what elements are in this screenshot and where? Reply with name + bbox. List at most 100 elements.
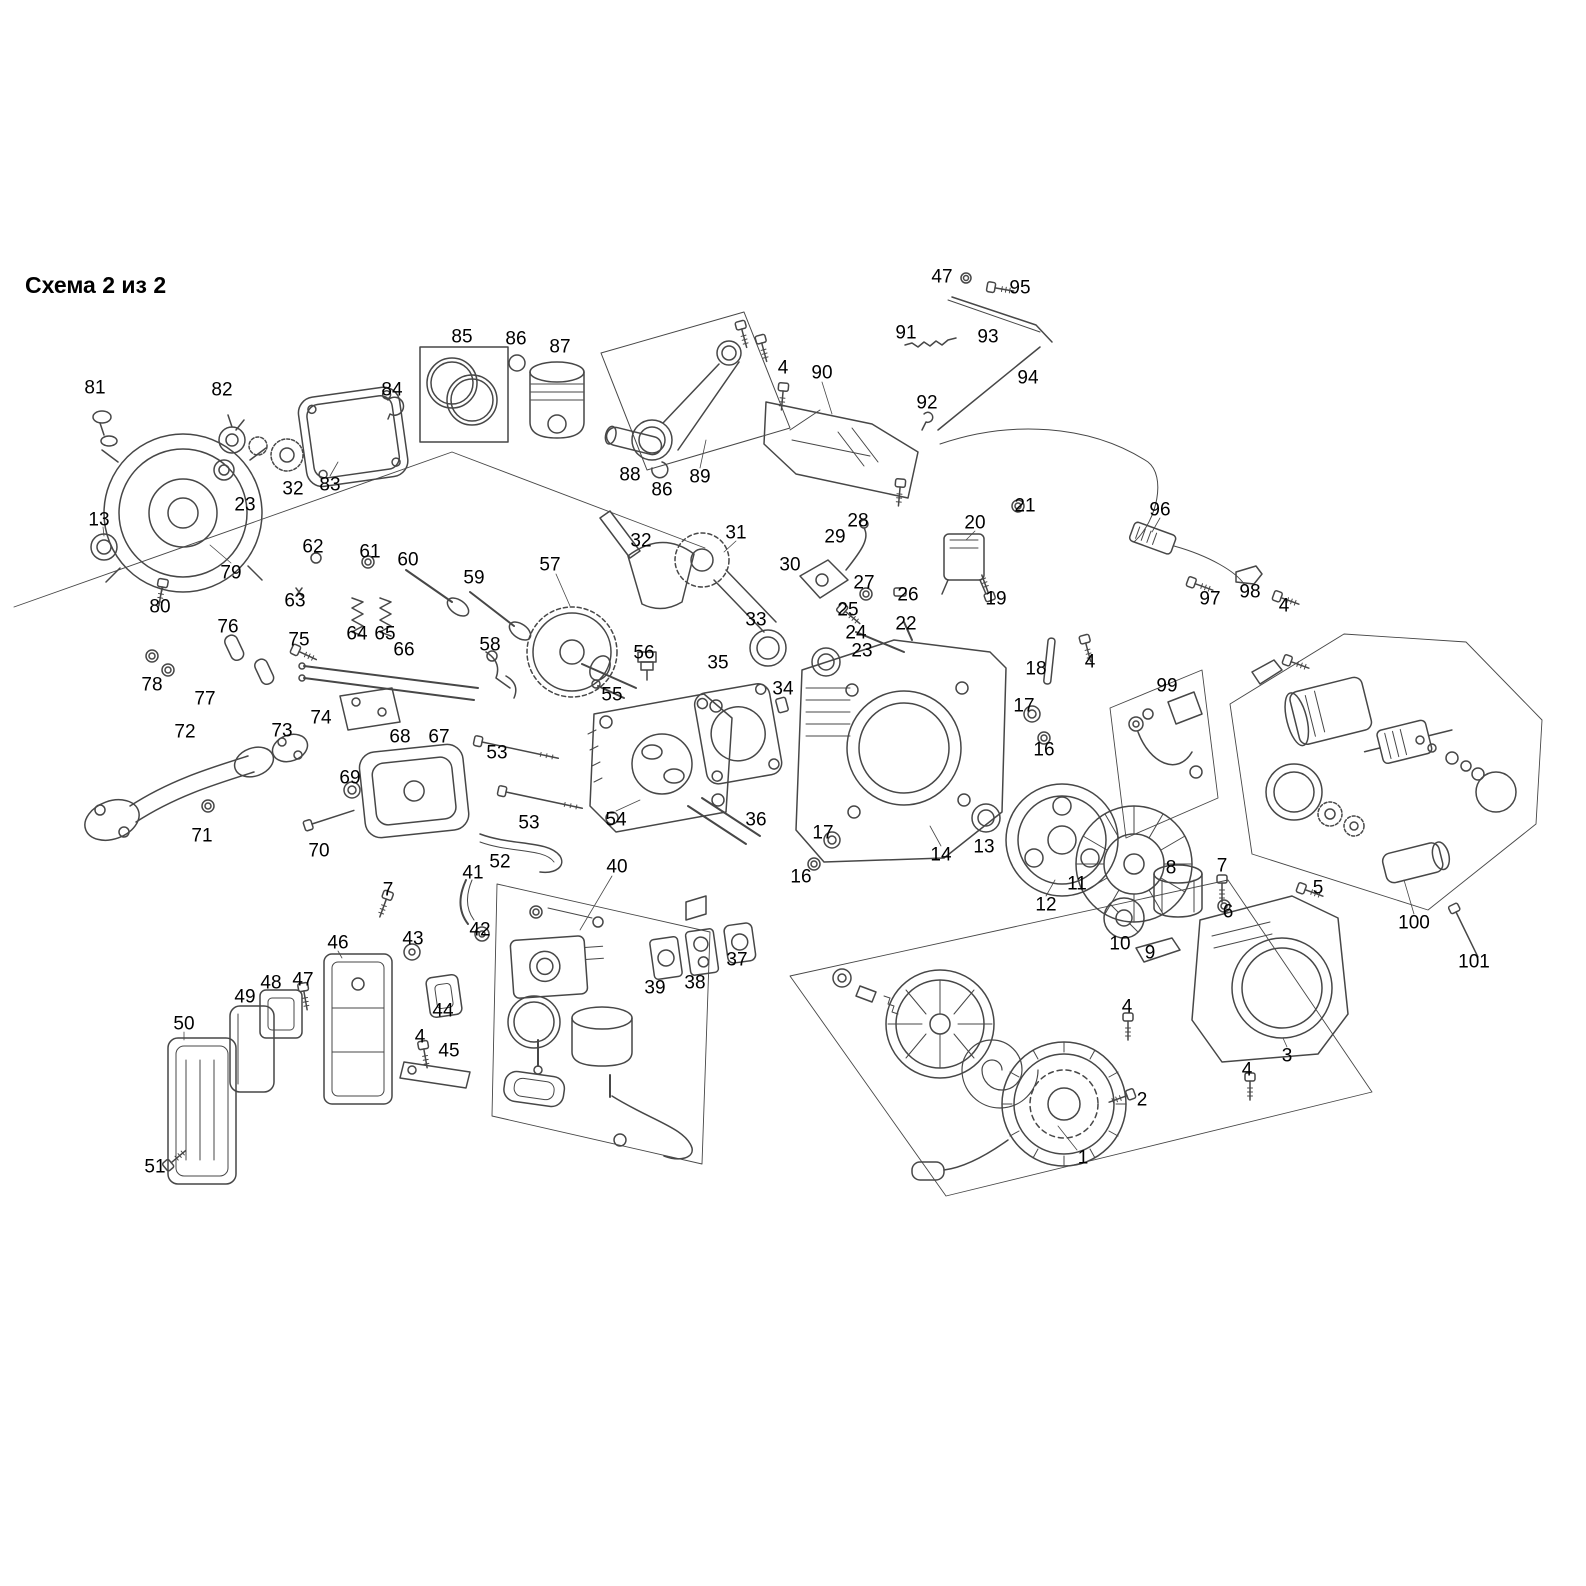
construction-lines [13, 451, 706, 608]
part-label-60: 60 [397, 549, 419, 571]
part-label-86: 86 [505, 328, 527, 350]
part-label-82: 82 [211, 379, 233, 401]
carburetor-drawing [374, 879, 711, 1165]
part-label-34: 34 [772, 678, 794, 700]
part-label-94: 94 [1017, 367, 1039, 389]
part-label-7: 7 [1216, 855, 1228, 877]
part-label-47: 47 [292, 969, 314, 991]
part-label-28: 28 [847, 510, 869, 532]
part-label-4: 4 [1241, 1059, 1253, 1081]
breather-tube-drawing [479, 833, 563, 874]
part-label-30: 30 [779, 554, 801, 576]
part-label-52: 52 [489, 851, 511, 873]
part-label-92: 92 [916, 392, 938, 414]
part-label-76: 76 [217, 616, 239, 638]
part-label-58: 58 [479, 634, 501, 656]
part-label-32: 32 [282, 478, 304, 500]
part-label-54: 54 [605, 809, 627, 831]
starter-motor-drawing [1229, 633, 1543, 958]
cooling-fan-drawing [1075, 805, 1193, 923]
part-label-45: 45 [438, 1040, 460, 1062]
connecting-rod-drawing [600, 311, 791, 471]
part-label-81: 81 [84, 377, 106, 399]
part-label-42: 42 [469, 919, 491, 941]
part-label-38: 38 [684, 972, 706, 994]
part-label-33: 33 [745, 609, 767, 631]
flywheel-drawing [1005, 783, 1119, 897]
part-label-29: 29 [824, 526, 846, 548]
part-label-63: 63 [284, 590, 306, 612]
diagram-title: Схема 2 из 2 [25, 272, 167, 298]
ignition-coil-drawing [941, 499, 1025, 603]
part-label-8: 8 [1165, 857, 1177, 879]
part-label-68: 68 [389, 726, 411, 748]
part-label-35: 35 [707, 652, 729, 674]
part-label-89: 89 [689, 466, 711, 488]
part-label-27: 27 [853, 572, 875, 594]
recoil-starter-drawing [789, 879, 1373, 1197]
part-label-61: 61 [359, 541, 381, 563]
part-label-101: 101 [1458, 951, 1490, 973]
part-label-10: 10 [1109, 933, 1131, 955]
part-label-40: 40 [606, 856, 628, 878]
part-label-49: 49 [234, 986, 256, 1008]
part-label-47: 47 [931, 266, 953, 288]
part-label-64: 64 [346, 623, 368, 645]
part-label-97: 97 [1199, 588, 1221, 610]
part-label-37: 37 [726, 949, 748, 971]
part-label-72: 72 [174, 721, 196, 743]
part-label-57: 57 [539, 554, 561, 576]
part-label-11: 11 [1067, 873, 1087, 895]
part-label-53: 53 [486, 742, 508, 764]
part-label-83: 83 [319, 474, 341, 496]
part-label-71: 71 [191, 825, 213, 847]
part-label-88: 88 [619, 464, 641, 486]
part-label-70: 70 [308, 840, 330, 862]
part-label-39: 39 [644, 977, 666, 999]
part-label-56: 56 [633, 642, 655, 664]
crankshaft-drawing [599, 510, 841, 677]
part-label-5: 5 [1312, 877, 1324, 899]
part-label-4: 4 [1121, 996, 1133, 1018]
part-label-46: 46 [327, 932, 349, 954]
part-label-93: 93 [977, 326, 999, 348]
part-label-3: 3 [1281, 1045, 1293, 1067]
part-label-59: 59 [463, 567, 485, 589]
piston-rings-drawing [419, 346, 526, 443]
part-label-4: 4 [1084, 651, 1096, 673]
starter-cup-drawing [1103, 864, 1326, 963]
crankcase-drawing [795, 633, 1097, 871]
part-label-74: 74 [310, 707, 332, 729]
cover-plate-drawing [763, 381, 919, 508]
part-label-1: 1 [1077, 1147, 1089, 1169]
part-label-91: 91 [895, 322, 917, 344]
part-label-50: 50 [173, 1013, 195, 1035]
part-label-73: 73 [271, 720, 293, 742]
muffler-drawing [302, 743, 470, 839]
part-label-17: 17 [1013, 695, 1035, 717]
part-label-90: 90 [811, 362, 833, 384]
cylinder-head-drawing [472, 683, 789, 845]
exhaust-pipe-drawing [84, 733, 309, 842]
part-label-100: 100 [1398, 912, 1430, 934]
part-label-66: 66 [393, 639, 415, 661]
part-label-13: 13 [88, 509, 110, 531]
part-label-4: 4 [777, 357, 789, 379]
part-label-21: 21 [1014, 495, 1036, 517]
governor-linkage-drawing [904, 272, 1053, 431]
part-label-98: 98 [1239, 581, 1261, 603]
part-label-78: 78 [141, 674, 163, 696]
part-label-7: 7 [382, 879, 394, 901]
stop-switch-drawing [799, 519, 913, 653]
charging-unit-drawing [1109, 669, 1219, 839]
part-label-19: 19 [985, 588, 1007, 610]
part-label-20: 20 [964, 512, 986, 534]
camshaft-drawing [526, 606, 657, 699]
part-label-2: 2 [1136, 1089, 1148, 1111]
part-label-84: 84 [381, 379, 403, 401]
part-label-14: 14 [930, 844, 952, 866]
part-label-67: 67 [428, 726, 450, 748]
